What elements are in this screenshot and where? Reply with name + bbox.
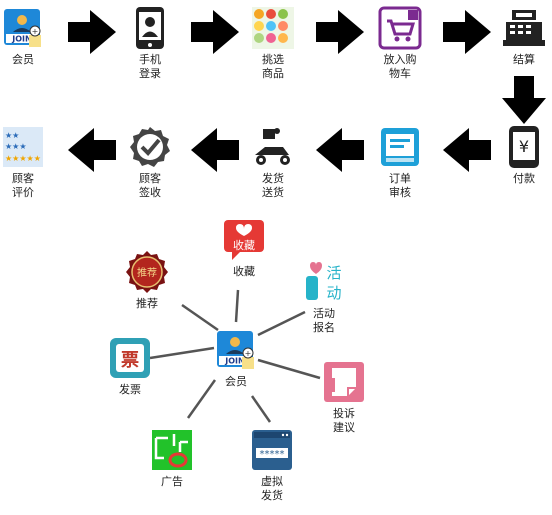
spoke-label: 推荐 bbox=[136, 297, 158, 310]
spoke-event-signup: 活动 活动报名 bbox=[284, 260, 364, 335]
checkmark-badge-icon bbox=[128, 125, 172, 169]
event-signup-icon: 活动 bbox=[302, 260, 346, 304]
step-label: 顾客评价 bbox=[12, 172, 34, 199]
svg-text:¥: ¥ bbox=[519, 137, 529, 156]
spoke-ads: 广告 bbox=[132, 428, 212, 489]
svg-text:JOIN: JOIN bbox=[11, 35, 31, 44]
connector-line bbox=[149, 346, 215, 360]
step-member: JOIN+ 会员 bbox=[0, 6, 63, 67]
arrow-down-icon bbox=[502, 76, 546, 124]
step-order-review: 订单审核 bbox=[360, 125, 440, 200]
spoke-invoice: 票 发票 bbox=[90, 336, 170, 397]
spoke-label: 收藏 bbox=[233, 265, 255, 278]
arrow-left-icon bbox=[68, 128, 116, 172]
hub-label: 会员 bbox=[225, 375, 247, 388]
step-checkout: 结算 bbox=[484, 6, 552, 67]
connector-line bbox=[234, 289, 240, 323]
spoke-label: 投诉建议 bbox=[333, 407, 355, 434]
spoke-label: 虚拟发货 bbox=[261, 475, 283, 502]
connector-line bbox=[181, 303, 219, 332]
step-payment: ¥ 付款 bbox=[484, 125, 552, 186]
connector-line bbox=[257, 310, 306, 337]
step-customer-sign: 顾客签收 bbox=[110, 125, 190, 200]
step-label: 会员 bbox=[12, 53, 34, 66]
step-label: 手机登录 bbox=[139, 53, 161, 80]
step-add-to-cart: 放入购物车 bbox=[360, 6, 440, 81]
connector-line bbox=[257, 358, 321, 380]
recommend-seal-icon: 推荐 bbox=[125, 250, 169, 294]
svg-text:★★★★★: ★★★★★ bbox=[5, 154, 41, 163]
svg-text:票: 票 bbox=[121, 350, 139, 371]
svg-text:活: 活 bbox=[326, 264, 341, 282]
member-join-icon: JOIN+ bbox=[1, 6, 45, 50]
complaint-note-icon bbox=[322, 360, 366, 404]
arrow-right-icon bbox=[191, 10, 239, 54]
invoice-ticket-icon: 票 bbox=[108, 336, 152, 380]
step-label: 订单审核 bbox=[389, 172, 411, 199]
step-label: 结算 bbox=[513, 53, 535, 66]
svg-text:*****: ***** bbox=[260, 449, 285, 460]
step-label: 放入购物车 bbox=[383, 53, 417, 80]
step-label: 挑选商品 bbox=[262, 53, 284, 80]
arrow-right-icon bbox=[68, 10, 116, 54]
svg-text:动: 动 bbox=[326, 284, 341, 302]
arrow-left-icon bbox=[443, 128, 491, 172]
connector-line bbox=[250, 395, 272, 423]
spoke-label: 广告 bbox=[161, 475, 183, 488]
step-phone-login: 手机登录 bbox=[110, 6, 190, 81]
arrow-left-icon bbox=[191, 128, 239, 172]
cash-register-icon bbox=[502, 6, 546, 50]
spoke-label: 发票 bbox=[119, 383, 141, 396]
ads-billboard-icon bbox=[150, 428, 194, 472]
order-screen-icon bbox=[378, 125, 422, 169]
shopping-cart-icon bbox=[378, 6, 422, 50]
spoke-label: 活动报名 bbox=[313, 307, 335, 334]
step-customer-review: ★★★★★★★★★★ 顾客评价 bbox=[0, 125, 63, 200]
svg-text:+: + bbox=[32, 27, 39, 36]
delivery-scooter-icon bbox=[251, 125, 295, 169]
arrow-left-icon bbox=[316, 128, 364, 172]
svg-text:推荐: 推荐 bbox=[137, 266, 157, 279]
step-label: 发货送货 bbox=[262, 172, 284, 199]
svg-text:+: + bbox=[245, 349, 252, 358]
spoke-favorite: 收藏 收藏 bbox=[204, 218, 284, 279]
star-rating-icon: ★★★★★★★★★★ bbox=[1, 125, 45, 169]
svg-text:收藏: 收藏 bbox=[233, 238, 255, 252]
favorite-heart-icon: 收藏 bbox=[222, 218, 266, 262]
products-grid-icon bbox=[251, 6, 295, 50]
member-join-icon: JOIN+ bbox=[214, 328, 258, 372]
step-choose-goods: 挑选商品 bbox=[233, 6, 313, 81]
step-label: 顾客签收 bbox=[139, 172, 161, 199]
svg-text:JOIN: JOIN bbox=[224, 357, 244, 366]
step-label: 付款 bbox=[513, 172, 535, 185]
smartphone-login-icon bbox=[128, 6, 172, 50]
spoke-complaint: 投诉建议 bbox=[304, 360, 384, 435]
arrow-right-icon bbox=[316, 10, 364, 54]
arrow-right-icon bbox=[443, 10, 491, 54]
spoke-recommend: 推荐 推荐 bbox=[107, 250, 187, 311]
hub-member: JOIN+ 会员 bbox=[196, 328, 276, 389]
connector-line bbox=[186, 379, 217, 419]
step-ship-deliver: 发货送货 bbox=[233, 125, 313, 200]
spoke-virtual-delivery: ***** 虚拟发货 bbox=[232, 428, 312, 503]
svg-text:★★: ★★ bbox=[5, 131, 19, 140]
svg-text:★★★: ★★★ bbox=[5, 142, 27, 151]
yuan-phone-icon: ¥ bbox=[502, 125, 546, 169]
virtual-password-icon: ***** bbox=[250, 428, 294, 472]
